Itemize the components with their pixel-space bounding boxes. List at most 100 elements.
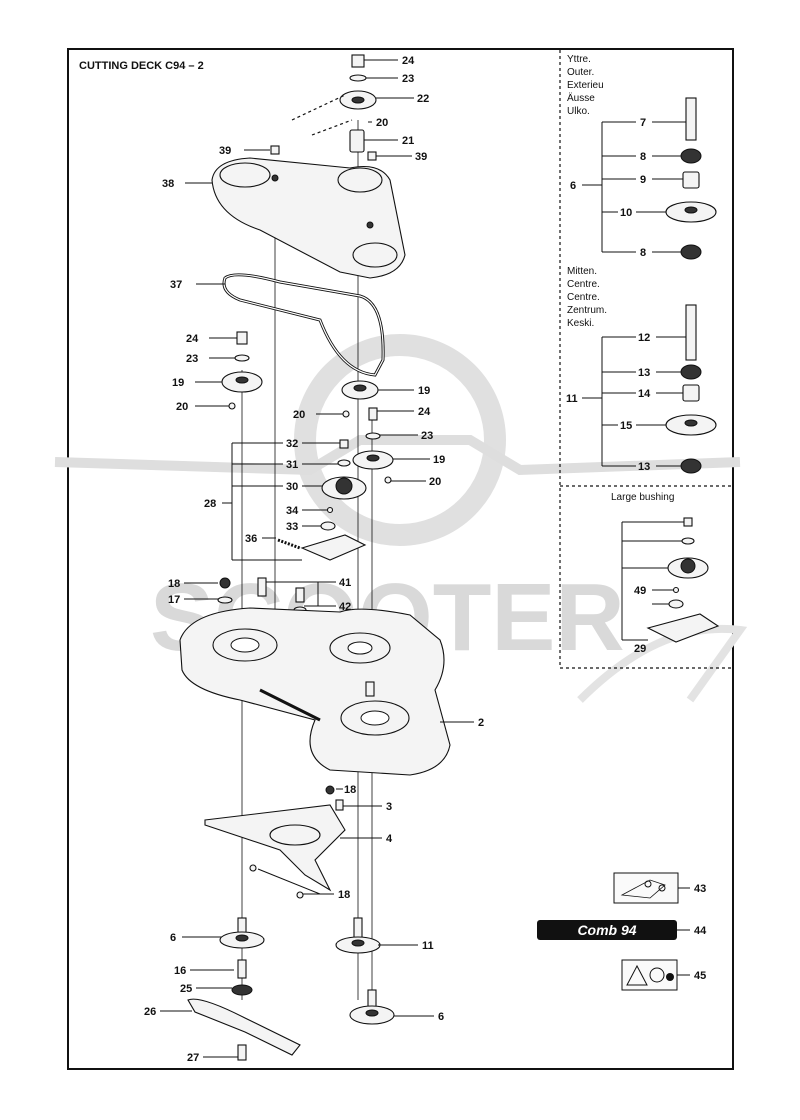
bolt-27 [237,1044,247,1061]
callout-18: 18 [168,578,180,590]
callout-7: 7 [640,117,646,129]
callout-33: 33 [286,521,298,533]
middle-caption-line-3: Centre. [567,292,600,303]
callout-43: 43 [694,883,706,895]
callout-31: 31 [286,459,298,471]
pulley-19-center [341,380,379,418]
callout-44: 44 [694,925,707,937]
callout-13: 13 [638,367,650,379]
callout-8: 8 [640,151,646,163]
callout-24: 24 [418,406,431,418]
callout-49: 49 [634,585,646,597]
large-bushing-label: Large bushing [611,492,674,503]
decal-45 [621,959,678,991]
spindle-6-left [219,917,265,996]
callout-24: 24 [402,55,415,67]
callout-18: 18 [344,784,356,796]
callout-13: 13 [638,461,650,473]
decal-44-text: Comb 94 [577,922,636,938]
middle-spindle-caption: Mitten. Centre. Centre. Zentrum. Keski. [567,266,607,329]
outer-caption-line-3: Exterieu [567,80,604,91]
spindle-6-right [349,989,395,1025]
callout-14: 14 [638,388,651,400]
callout-29: 29 [634,643,646,655]
callout-9: 9 [640,174,646,186]
callout-10: 10 [620,207,632,219]
callout-28: 28 [204,498,216,510]
callout-numbers: 24 23 22 20 21 39 39 38 37 24 23 19 20 1… [144,55,707,1064]
callout-23: 23 [186,353,198,365]
middle-caption-line-2: Centre. [567,279,600,290]
callout-11: 11 [566,393,578,405]
callout-20: 20 [293,409,305,421]
bolt-39-right [367,151,377,161]
callout-17: 17 [168,594,180,606]
callout-19: 19 [172,377,184,389]
bolt-24-top [351,54,365,68]
pulley-19-left [221,331,263,410]
decal-43 [613,872,679,904]
decal-44: Comb 94 [537,920,677,940]
blade-26 [187,998,301,1061]
belt-guide-dashed-1 [291,94,346,121]
callout-4: 4 [386,833,393,845]
callout-19: 19 [433,454,445,466]
callout-20: 20 [376,117,388,129]
outer-spindle-caption: Yttre. Outer. Exterieu Äusse Ulko. [567,54,604,117]
middle-caption-line-5: Keski. [567,318,594,329]
spindle-11 [335,917,381,954]
belt-cover-38 [211,145,406,279]
callout-19: 19 [418,385,430,397]
outer-caption-line-4: Äusse [567,92,595,104]
callout-32: 32 [286,438,298,450]
callout-37: 37 [170,279,182,291]
callout-16: 16 [174,965,186,977]
callout-3: 3 [386,801,392,813]
outer-caption-line-2: Outer. [567,67,594,78]
outer-caption-line-5: Ulko. [567,106,590,117]
large-bushing-assembly [646,517,720,643]
washer-23-top [349,74,367,82]
pulley-19-right [352,407,394,484]
callout-39: 39 [415,151,427,163]
callout-24: 24 [186,333,199,345]
callout-2: 2 [478,717,484,729]
diagram-frame [67,48,734,1070]
callout-22: 22 [417,93,429,105]
callout-30: 30 [286,481,298,493]
belt-guide-dashed-2 [311,119,353,136]
callout-20: 20 [176,401,188,413]
middle-caption-line-4: Zentrum. [567,305,607,316]
callout-6: 6 [170,932,176,944]
callout-11: 11 [422,940,434,952]
cutting-deck-2 [179,607,451,795]
callout-42: 42 [339,601,351,613]
outer-caption-line-1: Yttre. [567,54,591,65]
spacer-21 [349,129,365,153]
blade-guard-4 [204,799,346,899]
callout-20: 20 [429,476,441,488]
callout-15: 15 [620,420,632,432]
callout-6: 6 [438,1011,444,1023]
callout-34: 34 [286,505,299,517]
callout-38: 38 [162,178,174,190]
tensioner-assembly-28 [277,439,367,561]
callout-45: 45 [694,970,706,982]
callout-39: 39 [219,145,231,157]
middle-spindle-exploded [665,304,717,474]
callout-25: 25 [180,983,192,995]
callout-6: 6 [570,180,576,192]
callout-18: 18 [338,889,350,901]
leader-lines [160,59,690,1058]
callout-8: 8 [640,247,646,259]
callout-23: 23 [402,73,414,85]
middle-caption-line-1: Mitten. [567,266,597,277]
callout-26: 26 [144,1006,156,1018]
bolt-39-left [271,174,279,182]
callout-12: 12 [638,332,650,344]
callout-27: 27 [187,1052,199,1064]
callout-23: 23 [421,430,433,442]
diagram-title: CUTTING DECK C94 – 2 [79,60,204,72]
pulley-assembly-top [291,54,377,153]
